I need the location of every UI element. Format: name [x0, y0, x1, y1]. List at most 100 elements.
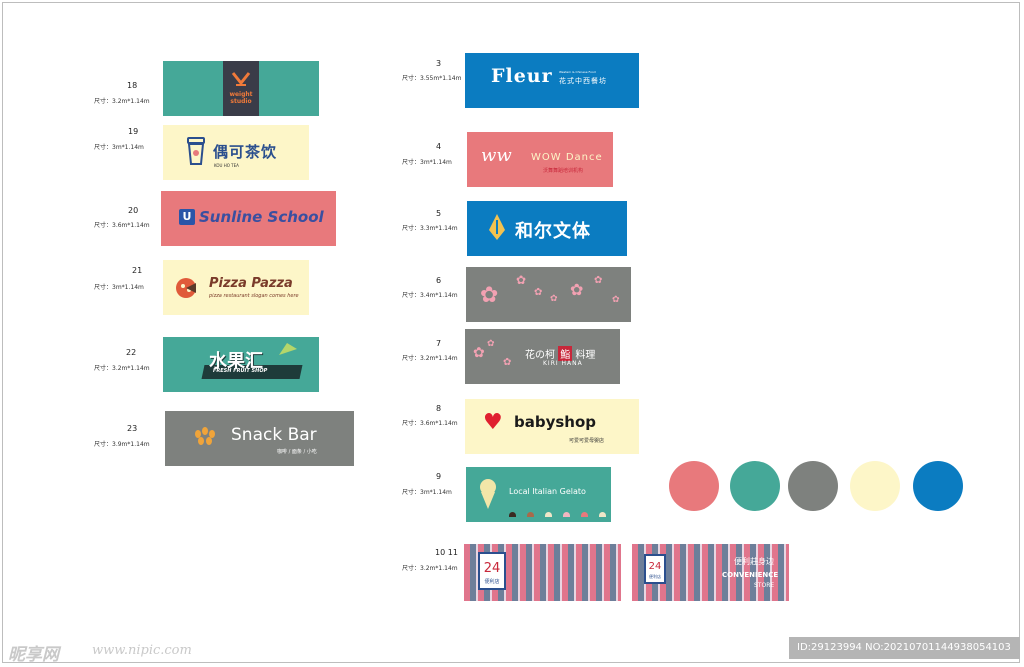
- sign-wow-dance: ww WOW Dance 沃舞舞蹈培训机构: [467, 132, 613, 187]
- watermark-id-bar: ID:29123994 NO:20210701144938054103: [789, 637, 1020, 659]
- sign-number: 9: [436, 472, 442, 481]
- sign-size: 尺寸：3m*1.14m: [94, 284, 144, 291]
- brand-text: 水果汇: [209, 351, 263, 372]
- sign-fleur: Fleur Western & Chinese Food 花式中西餐坊: [465, 53, 639, 108]
- color-swatch-teal: [730, 461, 780, 511]
- tea-cup-icon: [187, 137, 205, 165]
- sakura-icon: ✿: [480, 283, 499, 308]
- sakura-icon: ✿: [570, 280, 584, 299]
- brand-subtext: CONVENIENCE: [722, 571, 779, 579]
- brand-text: weight studio: [229, 91, 253, 105]
- brand-text: babyshop: [514, 413, 597, 431]
- sakura-icon: ✿: [612, 295, 620, 305]
- sakura-icon: ✿: [487, 339, 495, 349]
- brand-text: Sunline School: [199, 208, 324, 226]
- sign-size: 尺寸：3.9m*1.14m: [94, 441, 150, 448]
- sign-size: 尺寸：3.6m*1.14m: [94, 222, 150, 229]
- brand-text-row: 花の柯 鮨 料理: [525, 346, 595, 361]
- sign-sunline-school: U Sunline School: [161, 191, 336, 246]
- sign-kiri-hana: ✿ ✿ ✿ 花の柯 鮨 料理 KIRI HANA: [465, 329, 620, 384]
- color-swatch-pink: [669, 461, 719, 511]
- brand-text: Local Italian Gelato: [509, 487, 586, 496]
- brand-subtext: 咖啡 / 面条 / 小吃: [277, 449, 317, 455]
- watermark-logo: 昵享网: [8, 645, 59, 665]
- school-logo-icon: U: [179, 209, 195, 225]
- brand-subtext: 花式中西餐坊: [559, 77, 607, 85]
- sign-babyshop: ♥ babyshop 可爱可爱母婴店: [465, 399, 639, 454]
- brand-text: 偶可茶饮: [213, 143, 278, 161]
- sign-number: 3: [436, 59, 442, 68]
- sign-number: 4: [436, 142, 442, 151]
- sakura-icon: ✿: [534, 287, 543, 298]
- watermark-url: www.nipic.com: [92, 643, 192, 658]
- sign-number: 19: [128, 127, 139, 136]
- sign-size: 尺寸：3.55m*1.14m: [402, 75, 462, 82]
- brand-subtext: KOU HO TEA: [214, 163, 239, 168]
- store-24-badge: 24 便利店: [478, 552, 506, 590]
- sakura-icon: ✿: [516, 273, 527, 287]
- wow-monogram: ww: [481, 145, 512, 166]
- sign-gelato: Local Italian Gelato: [466, 467, 611, 522]
- sign-size: 尺寸：3.2m*1.14m: [94, 365, 150, 372]
- sign-weight-studio: weight studio: [163, 61, 319, 116]
- color-swatch-gray: [788, 461, 838, 511]
- sign-size: 尺寸：3.2m*1.14m: [402, 355, 458, 362]
- sign-pizza-pazza: Pizza Pazza pizza restaurant slogan come…: [163, 260, 309, 315]
- sign-size: 尺寸：3.2m*1.14m: [94, 98, 150, 105]
- wheat-icon: [195, 427, 215, 445]
- brand-tiny: Western & Chinese Food: [559, 70, 596, 74]
- sign-size: 尺寸：3.4m*1.14m: [402, 292, 458, 299]
- sign-snack-bar: Snack Bar 咖啡 / 面条 / 小吃: [165, 411, 354, 466]
- sign-number: 22: [126, 348, 137, 357]
- sign-cherry-blossom: ✿ ✿ ✿ ✿ ✿ ✿ ✿: [466, 267, 631, 322]
- sign-convenience-store-10: 24 便利店: [464, 544, 621, 601]
- watermark-id: ID:29123994 NO:20210701144938054103: [797, 642, 1011, 653]
- store-24-badge: 24 便利店: [644, 554, 666, 584]
- logo-block: weight studio: [223, 61, 259, 116]
- ice-cream-icon: [480, 479, 496, 509]
- brand-text: 便利莊身边: [734, 557, 774, 566]
- sakura-icon: ✿: [473, 345, 485, 361]
- sign-number: 20: [128, 206, 139, 215]
- brand-text: WOW Dance: [531, 152, 603, 163]
- sign-size: 尺寸：3m*1.14m: [402, 489, 452, 496]
- brand-subtext-2: STORE: [754, 582, 775, 589]
- sign-number: 10 11: [435, 548, 458, 557]
- sign-size: 尺寸：3m*1.14m: [402, 159, 452, 166]
- brand-seal: 鮨: [558, 346, 573, 361]
- sign-size: 尺寸：3.3m*1.14m: [402, 225, 458, 232]
- pizza-icon: [176, 278, 196, 298]
- brand-subtext: 沃舞舞蹈培训机构: [543, 168, 584, 174]
- color-swatch-cream: [850, 461, 900, 511]
- sign-size: 尺寸：3.6m*1.14m: [402, 420, 458, 427]
- flavor-dots: [509, 502, 607, 521]
- sign-number: 21: [132, 266, 143, 275]
- color-swatch-blue: [913, 461, 963, 511]
- brand-subtext: 可爱可爱母婴店: [569, 438, 605, 444]
- pen-nib-icon: [489, 214, 505, 240]
- brand-text: Fleur: [491, 65, 553, 87]
- sakura-icon: ✿: [503, 357, 512, 368]
- brand-subtext: pizza restaurant slogan comes here: [209, 293, 299, 299]
- sign-size: 尺寸：3m*1.14m: [94, 144, 144, 151]
- sakura-icon: ✿: [594, 275, 603, 286]
- sign-number: 23: [127, 424, 138, 433]
- sign-heer-wenti: 和尔文体: [467, 201, 627, 256]
- brand-text: Pizza Pazza: [209, 276, 293, 291]
- brand-subtext: KIRI HANA: [543, 360, 583, 367]
- sign-number: 8: [436, 404, 442, 413]
- sign-number: 5: [436, 209, 442, 218]
- sign-number: 6: [436, 276, 442, 285]
- sign-fruit-shop: 水果汇 FRESH FRUIT SHOP: [163, 337, 319, 392]
- brand-subtext: FRESH FRUIT SHOP: [213, 368, 268, 374]
- sign-convenience-store-11: 24 便利店 便利莊身边 CONVENIENCE STORE: [632, 544, 789, 601]
- sign-kouho-tea: 偶可茶饮 KOU HO TEA: [163, 125, 309, 180]
- sign-number: 18: [127, 81, 138, 90]
- sign-number: 7: [436, 339, 442, 348]
- heart-icon: ♥: [483, 410, 503, 435]
- brand-text: Snack Bar: [231, 425, 317, 445]
- sakura-icon: ✿: [550, 294, 558, 304]
- dumbbell-icon: [231, 72, 251, 86]
- leaf-icon: [279, 343, 297, 355]
